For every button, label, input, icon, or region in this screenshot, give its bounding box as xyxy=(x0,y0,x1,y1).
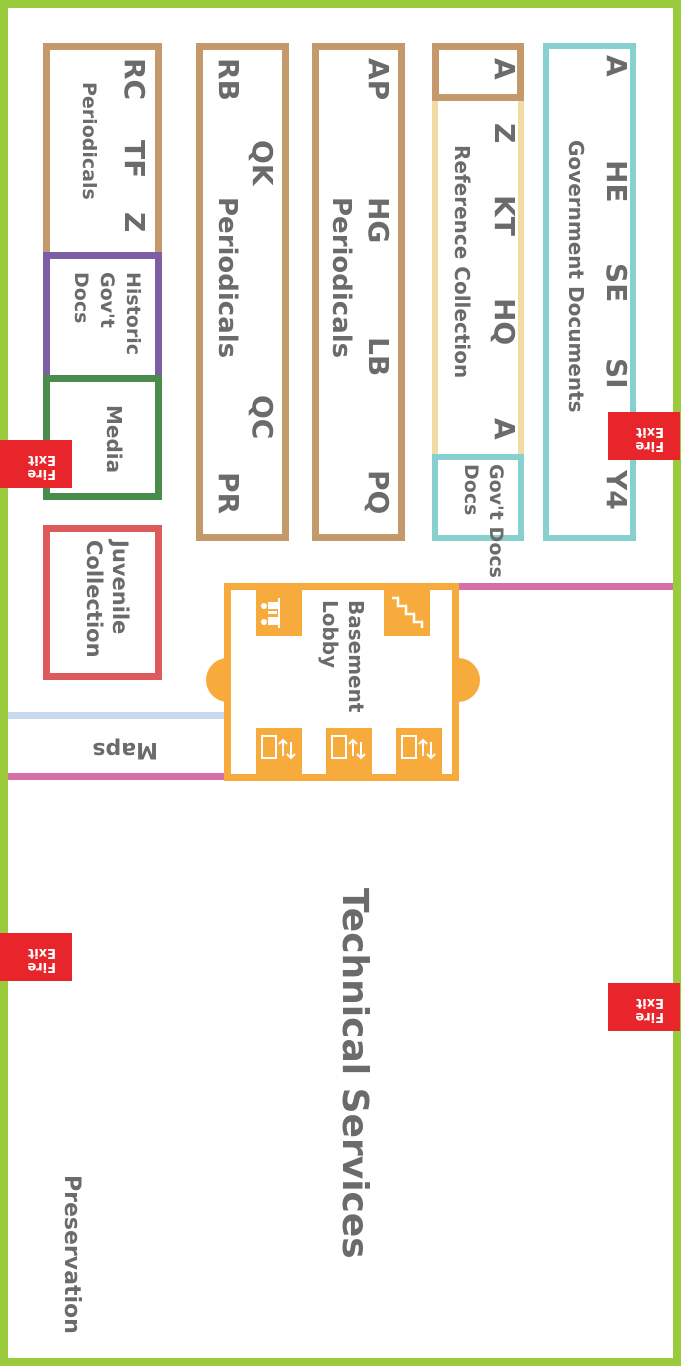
periodicals-class-qc: QC xyxy=(246,395,279,440)
periodicals-class-ap: AP xyxy=(362,58,395,101)
media-label: Media xyxy=(102,405,126,474)
media-section[interactable] xyxy=(43,375,162,500)
gov-docs-class-he: HE xyxy=(600,160,633,203)
reference-govt-docs-label-2: Docs xyxy=(460,464,482,516)
reference-govt-docs-box[interactable] xyxy=(432,454,524,541)
juvenile-line2: Collection xyxy=(82,540,106,658)
reference-class-kt: KT xyxy=(488,195,521,236)
historic-periodicals-label: Periodicals xyxy=(78,82,100,200)
periodicals-ap-label: Periodicals xyxy=(326,197,356,359)
historic-periodicals-class-rc: RC xyxy=(118,58,151,101)
periodicals-class-rb: RB xyxy=(212,58,245,101)
reference-class-hq: HQ xyxy=(488,298,521,346)
maps-label: Maps xyxy=(92,737,158,762)
restroom-icon xyxy=(256,590,302,636)
reference-collection-section[interactable] xyxy=(432,96,524,456)
periodicals-rb-label: Periodicals xyxy=(212,197,242,359)
gov-docs-class-se: SE xyxy=(600,263,633,303)
reference-class-z: Z xyxy=(488,123,521,144)
reference-govt-docs-label: Gov't Docs xyxy=(485,464,507,578)
periodicals-ap-section[interactable] xyxy=(312,43,405,541)
historic-periodicals-section[interactable] xyxy=(43,43,162,258)
periodicals-class-hg: HG xyxy=(362,197,395,244)
juvenile-collection-section[interactable] xyxy=(43,525,162,680)
technical-services-label: Technical Services xyxy=(334,888,375,1259)
pink-path-right xyxy=(455,583,673,590)
historic-govt-docs-line2: Gov't xyxy=(96,272,118,328)
periodicals-class-pr: PR xyxy=(212,472,245,515)
pink-path-left xyxy=(8,773,228,780)
gov-docs-class-y4: Y4 xyxy=(600,470,633,510)
gov-docs-class-a: A xyxy=(600,55,633,77)
elevator-icon xyxy=(256,728,302,774)
juvenile-line1: Juvenile xyxy=(108,540,132,635)
historic-periodicals-class-z: Z xyxy=(118,212,151,233)
reference-a-box xyxy=(432,43,524,101)
reference-label: Reference Collection xyxy=(450,145,474,379)
elevator-icon xyxy=(326,728,372,774)
periodicals-class-qk: QK xyxy=(246,140,279,186)
gov-docs-class-si: SI xyxy=(600,358,633,389)
lobby-line1: Basement xyxy=(344,600,368,713)
gov-docs-label: Government Documents xyxy=(564,140,588,413)
historic-periodicals-class-tf: TF xyxy=(118,140,151,179)
lobby-line2: Lobby xyxy=(318,600,342,669)
periodicals-rb-section[interactable] xyxy=(196,43,289,541)
stairs-icon xyxy=(384,590,430,636)
historic-govt-docs-line1: Historic xyxy=(122,272,144,356)
reference-class-a-first: A xyxy=(488,58,521,80)
reference-class-a: A xyxy=(488,418,521,440)
lobby-door-arcs xyxy=(206,658,480,702)
periodicals-class-lb: LB xyxy=(362,337,395,377)
government-documents-section[interactable] xyxy=(543,43,636,541)
preservation-label: Preservation xyxy=(59,1175,84,1334)
blue-path-left xyxy=(8,712,228,719)
historic-govt-docs-line3: Docs xyxy=(70,272,92,324)
periodicals-class-pq: PQ xyxy=(362,470,395,515)
elevator-icon xyxy=(396,728,442,774)
